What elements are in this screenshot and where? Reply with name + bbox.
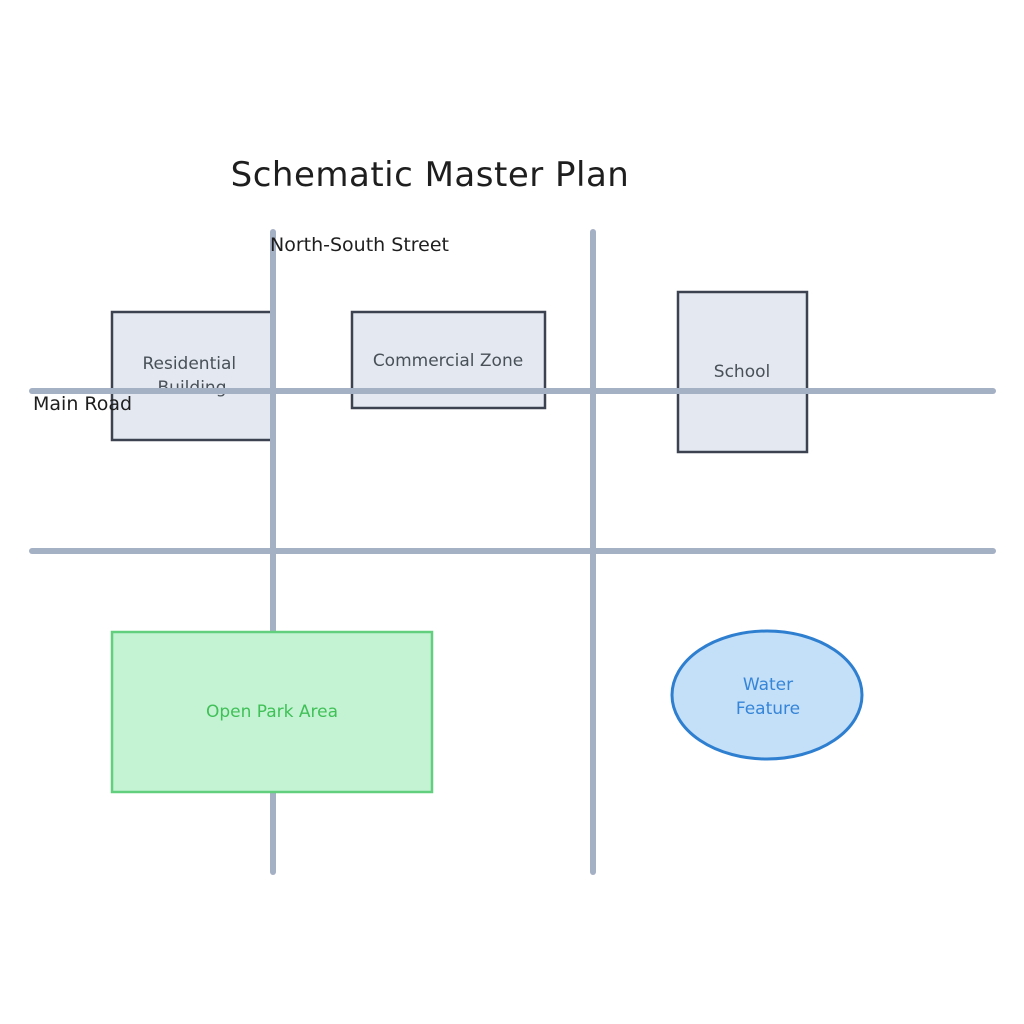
open-park-area-label: Open Park Area — [206, 702, 338, 722]
residential-building-shape — [110, 310, 276, 442]
school-shape — [676, 290, 809, 454]
main-road-label: Main Road — [33, 393, 132, 415]
commercial-zone-label: Commercial Zone — [373, 351, 523, 371]
water-feature-label-line-1: Water — [743, 675, 793, 695]
water-feature-shape — [670, 629, 864, 761]
residential-building[interactable]: Residential Building — [110, 310, 276, 442]
diagram-title: Schematic Master Plan — [231, 155, 630, 195]
water-feature-label-line-2: Feature — [736, 699, 800, 719]
residential-label-line-1: Residential — [142, 354, 236, 374]
school-label: School — [714, 362, 770, 382]
open-park-area[interactable]: Open Park Area — [110, 630, 434, 794]
water-feature[interactable]: Water Feature — [670, 629, 864, 761]
school[interactable]: School — [676, 290, 809, 454]
open-park-area-shape — [110, 630, 434, 794]
north-south-street-label: North-South Street — [270, 234, 449, 256]
